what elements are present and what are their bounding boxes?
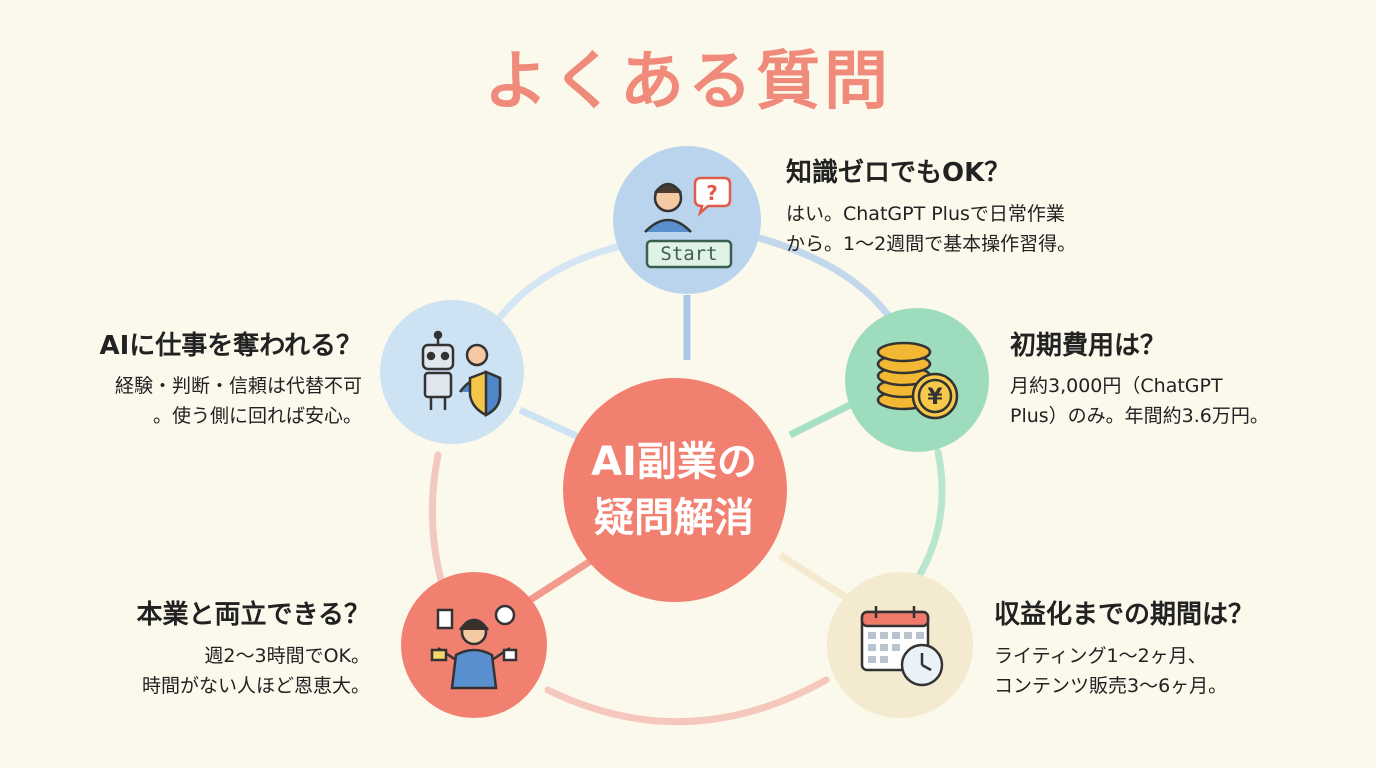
robot-and-person-shield-icon (421, 330, 502, 418)
svg-text:¥: ¥ (927, 385, 943, 410)
page-title: よくある質問 (484, 45, 892, 119)
faq-question-side-job-balance: 本業と両立できる？ (136, 600, 370, 630)
ring-arc-top-left (494, 241, 629, 324)
faq-answer-knowledge-line1: はい。ChatGPT Plusで日常作業 (786, 203, 1065, 225)
faq-answer-side-job-balance-line2: 時間がない人ほど恩恵大。 (141, 675, 370, 697)
faq-answer-monetization-period-line2: コンテンツ販売3〜6ヶ月。 (994, 675, 1228, 697)
faq-question-job-replacement: AIに仕事を奪われる？ (99, 331, 363, 361)
faq-question-initial-cost: 初期費用は？ (1010, 331, 1167, 361)
faq-answer-initial-cost-line1: 月約3,000円（ChatGPT (1010, 375, 1223, 397)
ring-arc-left (428, 451, 446, 588)
person-question-icon: ? (644, 176, 733, 269)
faq-answer-initial-cost-line2: Plus）のみ。年間約3.6万円。 (1010, 405, 1269, 427)
calendar-clock-icon (860, 606, 944, 687)
node-bottom-right (827, 572, 973, 718)
faq-answer-monetization-period-line1: ライティング1〜2ヶ月、 (994, 645, 1207, 667)
spoke-left (518, 406, 587, 444)
center-label-line1: AI副業の (591, 439, 757, 485)
spoke-right (788, 401, 852, 439)
node-bottom-left (401, 572, 547, 718)
node-right: ¥ (845, 308, 989, 452)
faq-answer-side-job-balance-line1: 週2〜3時間でOK。 (204, 645, 370, 667)
start-label: Start (660, 243, 718, 265)
center-label: AI副業の 疑問解消 (564, 405, 784, 575)
faq-answer-job-replacement-line2: 。使う側に回れば安心。 (152, 405, 362, 427)
center-circle (563, 378, 787, 602)
spokes (518, 295, 852, 603)
node-left (380, 300, 524, 444)
yen-coins-icon: ¥ (876, 341, 959, 420)
faq-answer-job-replacement-line1: 経験・判断・信頼は代替不可 (114, 375, 362, 397)
ring-arc-bottom (544, 676, 830, 726)
faq-answer-knowledge-line2: から。1〜2週間で基本操作習得。 (786, 233, 1077, 255)
faq-question-monetization-period: 収益化までの期間は？ (994, 600, 1255, 630)
ring-arc-right (914, 448, 946, 582)
center-label-line2: 疑問解消 (594, 495, 754, 541)
spoke-bottom-left (528, 552, 602, 603)
node-top: ? (613, 146, 761, 294)
svg-text:?: ? (706, 181, 718, 205)
multitasking-person-icon (430, 604, 518, 690)
faq-question-knowledge: 知識ゼロでもOK？ (786, 158, 1011, 188)
spoke-bottom-right (778, 552, 852, 603)
